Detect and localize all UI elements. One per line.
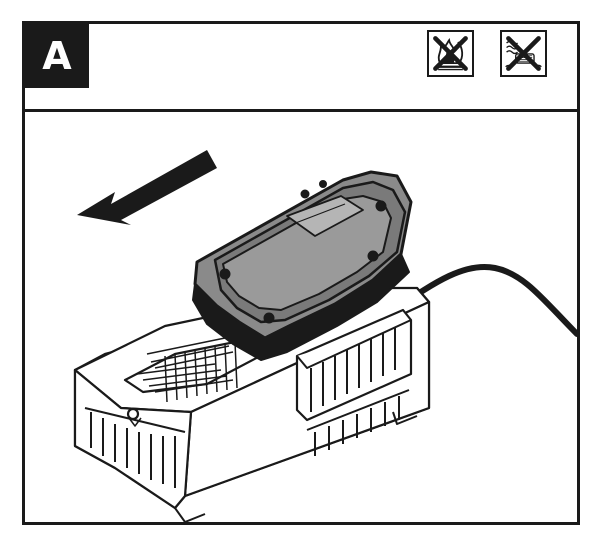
power-cable-icon <box>394 263 577 337</box>
no-water-icon <box>500 30 547 77</box>
charger-base-icon <box>73 286 431 522</box>
battery-pack-icon <box>192 170 413 361</box>
illustration <box>25 112 577 522</box>
no-fire-icon <box>427 30 474 77</box>
panel-label: A <box>25 24 89 88</box>
removal-arrow-icon <box>77 150 217 225</box>
figure-frame: A <box>22 21 580 525</box>
figure-header: A <box>25 24 577 112</box>
